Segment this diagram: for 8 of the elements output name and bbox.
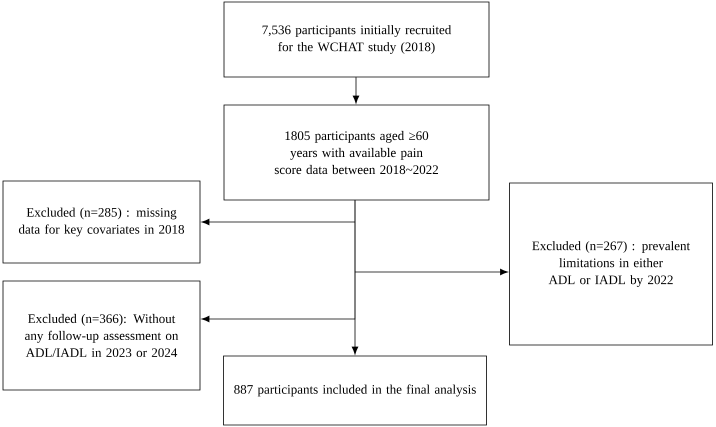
arrow — [352, 200, 358, 354]
process-box: 887 participants included in the final analysis — [223, 356, 487, 426]
process-box: Excluded (n=366): Without any follow-up assessment on ADL/IADL in 2023 or 2024 — [2, 280, 200, 390]
process-box: 1805 participants aged ≥60 years with available pain score data between 2018~2022 — [224, 104, 490, 200]
arrow — [352, 77, 360, 104]
process-box: 7,536 participants initially recruited for the WCHAT study (2018) — [224, 2, 490, 78]
process-box: Excluded (n=285) : missing data for key covariates in 2018 — [2, 180, 200, 264]
process-box: Excluded (n=267) : prevalent limitations in either ADL or IADL by 2022 — [509, 182, 713, 346]
